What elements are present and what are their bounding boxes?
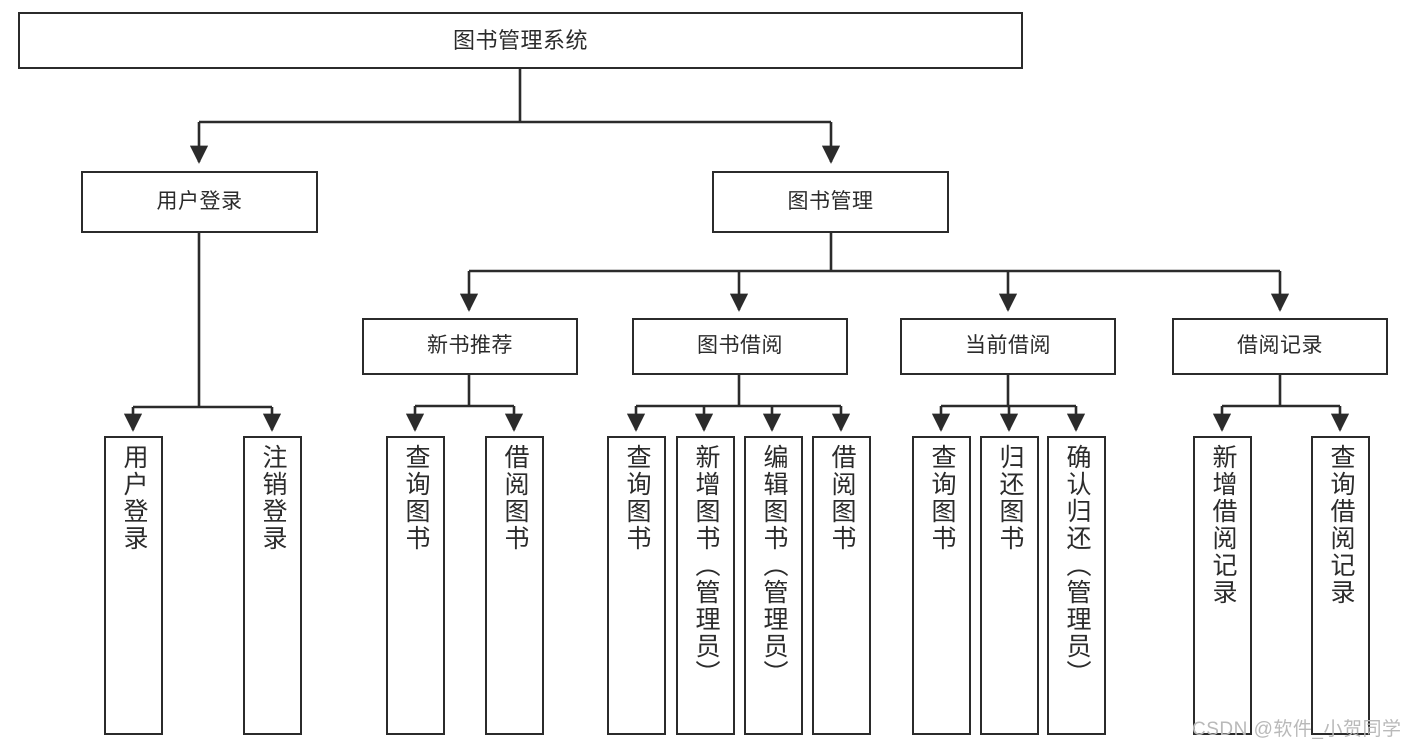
node-label: 借阅记录	[1237, 334, 1323, 358]
leaf-confirm-return-admin[interactable]: 确认归还（管理员）	[1047, 436, 1106, 735]
leaf-borrow-book-borrow[interactable]: 借阅图书	[812, 436, 871, 735]
node-borrow-record[interactable]: 借阅记录	[1172, 318, 1388, 375]
node-label: 查询图书	[623, 444, 651, 552]
node-book-management[interactable]: 图书管理	[712, 171, 949, 233]
node-label: 新书推荐	[427, 334, 513, 358]
leaf-query-borrow-record[interactable]: 查询借阅记录	[1311, 436, 1370, 735]
node-current-borrow[interactable]: 当前借阅	[900, 318, 1116, 375]
leaf-query-book-current[interactable]: 查询图书	[912, 436, 971, 735]
node-user-login[interactable]: 用户登录	[81, 171, 318, 233]
node-book-borrow[interactable]: 图书借阅	[632, 318, 848, 375]
node-label: 查询图书	[402, 444, 430, 552]
node-new-book-recommend[interactable]: 新书推荐	[362, 318, 578, 375]
leaf-user-login[interactable]: 用户登录	[104, 436, 163, 735]
node-label: 归还图书	[996, 444, 1024, 552]
node-label: 查询借阅记录	[1327, 444, 1355, 606]
node-root-book-management-system[interactable]: 图书管理系统	[18, 12, 1023, 69]
node-label: 借阅图书	[828, 444, 856, 552]
node-label: 图书借阅	[697, 334, 783, 358]
node-label: 借阅图书	[501, 444, 529, 552]
leaf-query-book-borrow[interactable]: 查询图书	[607, 436, 666, 735]
leaf-edit-book-admin[interactable]: 编辑图书（管理员）	[744, 436, 803, 735]
node-label: 用户登录	[120, 444, 148, 552]
node-label: 图书管理系统	[452, 27, 588, 53]
csdn-watermark: CSDN @软件_小贺同学	[1192, 719, 1402, 740]
node-label: 编辑图书（管理员）	[760, 444, 788, 687]
leaf-logout-login[interactable]: 注销登录	[243, 436, 302, 735]
leaf-add-borrow-record[interactable]: 新增借阅记录	[1193, 436, 1252, 735]
leaf-add-book-admin[interactable]: 新增图书（管理员）	[676, 436, 735, 735]
leaf-query-book-recommend[interactable]: 查询图书	[386, 436, 445, 735]
leaf-return-book[interactable]: 归还图书	[980, 436, 1039, 735]
leaf-borrow-book-recommend[interactable]: 借阅图书	[485, 436, 544, 735]
node-label: 新增图书（管理员）	[692, 444, 720, 687]
node-label: 确认归还（管理员）	[1063, 444, 1091, 687]
node-label: 查询图书	[928, 444, 956, 552]
node-label: 当前借阅	[965, 334, 1051, 358]
node-label: 图书管理	[787, 189, 874, 213]
node-label: 新增借阅记录	[1209, 444, 1237, 606]
node-label: 注销登录	[259, 444, 287, 552]
node-label: 用户登录	[156, 189, 243, 213]
